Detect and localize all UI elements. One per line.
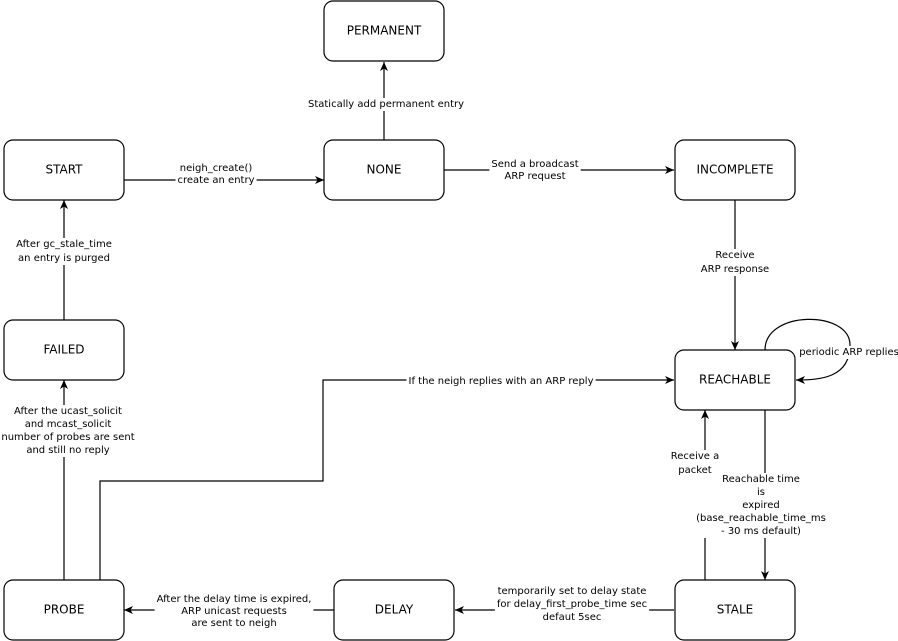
- state-failed-label: FAILED: [43, 343, 84, 357]
- transition-label-line: (base_reachable_time_ms: [696, 513, 826, 524]
- transition-label-probe-to-reachable: If the neigh replies with an ARP reply: [406, 375, 596, 388]
- state-delay: DELAY: [333, 579, 455, 641]
- state-failed: FAILED: [3, 319, 125, 381]
- transition-label-line: for delay_first_probe_time sec: [497, 599, 647, 610]
- transition-label-background: [406, 375, 596, 388]
- transition-label-line: neigh_create(): [180, 163, 253, 174]
- state-incomplete: INCOMPLETE: [674, 139, 796, 201]
- transition-label-background: [305, 98, 467, 111]
- transition-label-none-to-permanent: Statically add permanent entry: [305, 98, 467, 111]
- transition-label-line: periodic ARP replies: [799, 347, 898, 358]
- transition-label-line: number of probes are sent: [1, 432, 134, 443]
- state-incomplete-label: INCOMPLETE: [696, 163, 773, 177]
- transition-label-line: ARP request: [504, 171, 565, 182]
- transition-label-background: [489, 158, 581, 183]
- transition-label-reachable-self: periodic ARP replies: [797, 346, 898, 359]
- transition-label-start-to-none: neigh_create()create an entry: [175, 162, 257, 187]
- transition-label-line: and mcast_solicit: [25, 419, 112, 430]
- transition-label-line: Reachable time: [722, 474, 800, 485]
- transition-label-background: [0, 405, 137, 457]
- transition-label-line: create an entry: [177, 175, 254, 186]
- transition-label-delay-to-probe: After the delay time is expired,ARP unic…: [154, 593, 314, 630]
- transition-label-background: [175, 162, 257, 187]
- transition-label-line: Receive: [715, 250, 754, 261]
- state-permanent: PERMANENT: [323, 0, 445, 62]
- transition-label-reachable-to-stale: Reachable time is expired (base_reachable_t…: [694, 473, 828, 538]
- edge-labels: Statically add permanent entry neigh_crea…: [0, 98, 898, 630]
- transition-label-background: [14, 238, 114, 265]
- transition-label-line: and still no reply: [26, 445, 109, 456]
- state-start: START: [3, 139, 125, 201]
- transition-label-line: After the ucast_solicit: [14, 406, 122, 417]
- transition-label-line: an entry is purged: [18, 253, 110, 264]
- transition-label-line: ARP unicast requests: [181, 606, 287, 617]
- transition-label-background: [668, 450, 722, 477]
- state-stale: STALE: [674, 579, 796, 641]
- transition-label-background: [797, 346, 898, 359]
- transition-label-line: ARP response: [701, 264, 769, 275]
- transition-label-line: is: [757, 487, 765, 498]
- state-probe-label: PROBE: [44, 603, 85, 617]
- transition-label-stale-to-reachable: Receive a packet: [668, 450, 722, 477]
- transition-label-line: packet: [678, 465, 712, 476]
- transition-label-background: [694, 473, 828, 538]
- transition-label-background: [698, 249, 772, 276]
- transition-label-line: are sent to neigh: [191, 618, 276, 629]
- transition-label-line: expired: [742, 500, 779, 511]
- transition-label-stale-to-delay: temporarily set to delay state for delay_…: [494, 585, 650, 624]
- state-reachable-label: REACHABLE: [699, 373, 771, 387]
- transition-label-line: temporarily set to delay state: [498, 586, 647, 597]
- transition-label-line: - 30 ms default): [721, 526, 801, 537]
- transition-label-line: Send a broadcast: [491, 159, 578, 170]
- state-probe: PROBE: [3, 579, 125, 641]
- edge-probe-to-reachable: [99, 376, 674, 580]
- state-none: NONE: [323, 139, 445, 201]
- state-start-label: START: [45, 163, 83, 177]
- transition-label-line: defaut 5sec: [543, 612, 602, 623]
- transition-label-line: Receive a: [671, 451, 719, 462]
- state-stale-label: STALE: [717, 603, 754, 617]
- edge-reachable-self-loop: [764, 318, 851, 384]
- transition-label-background: [154, 593, 314, 630]
- state-delay-label: DELAY: [375, 603, 414, 617]
- transition-label-line: Statically add permanent entry: [308, 99, 464, 110]
- state-permanent-label: PERMANENT: [347, 24, 422, 38]
- transition-label-background: [494, 585, 650, 624]
- transition-label-line: If the neigh replies with an ARP reply: [409, 376, 594, 387]
- state-reachable: REACHABLE: [674, 349, 796, 411]
- transition-label-line: After the delay time is expired,: [157, 594, 312, 605]
- transition-label-line: After gc_stale_time: [16, 239, 112, 250]
- state-none-label: NONE: [367, 163, 402, 177]
